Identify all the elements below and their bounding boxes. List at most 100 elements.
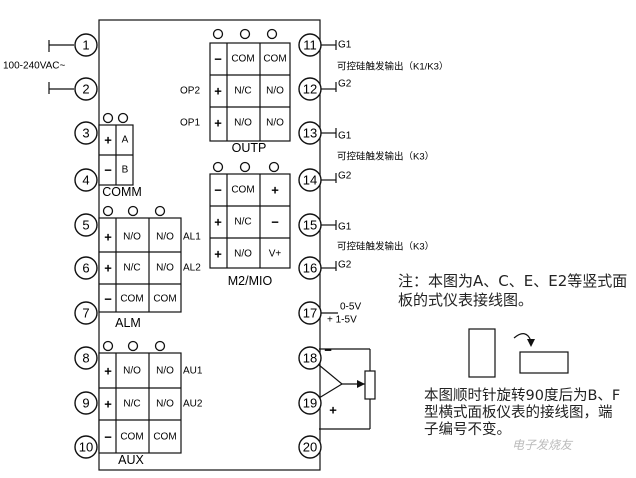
outp-com-1: COM <box>231 54 254 65</box>
vertical-panel-icon <box>468 328 496 378</box>
comm-plus: + <box>104 133 112 148</box>
aux-module: + N/O N/O AU1 + N/C N/O AU2 − COM COM AU… <box>98 340 203 467</box>
terminal-2-number: 2 <box>82 82 89 97</box>
m2-vplus: V+ <box>269 249 282 260</box>
outp-com-2: COM <box>263 54 286 65</box>
scr2-g1-label: G1 <box>338 131 352 142</box>
aux-row2-contact1: N/C <box>123 399 140 410</box>
alm-row2-sign: + <box>104 261 112 276</box>
aux-row1-contact1: N/O <box>123 366 141 377</box>
m2-no: N/O <box>234 249 252 260</box>
outp-box <box>209 42 291 142</box>
comm-led-2 <box>117 112 129 124</box>
m2-box <box>209 173 291 269</box>
comm-led-1 <box>102 112 114 124</box>
watermark: 电子发烧友 <box>512 438 573 452</box>
terminal-19-number: 19 <box>303 396 317 411</box>
alm-al1-tag: AL1 <box>183 232 201 243</box>
wiper-arrow <box>357 380 365 388</box>
terminal-10[interactable] <box>74 435 98 459</box>
pot-minus: − <box>324 343 332 358</box>
terminal-18-number: 18 <box>303 351 317 366</box>
m2-row3-sign: + <box>214 247 222 262</box>
rotation-illustration <box>468 328 569 378</box>
alm-row2-contact2: N/O <box>156 263 174 274</box>
comm-title: COMM <box>102 185 142 199</box>
outp-title: OUTP <box>232 141 267 155</box>
terminal-15-number: 15 <box>303 218 317 233</box>
alm-row1-sign: + <box>104 230 112 245</box>
terminal-7-number: 7 <box>82 306 89 321</box>
outp-row2-contact2: N/O <box>266 86 284 97</box>
aux-au2-tag: AU2 <box>183 399 203 410</box>
comm-minus: − <box>104 163 112 178</box>
alm-al2-tag: AL2 <box>183 263 201 274</box>
scr3-g1-label: G1 <box>338 222 352 233</box>
m2-com: COM <box>231 185 254 196</box>
terminal-5[interactable] <box>74 213 98 237</box>
scr1-g2-label: G2 <box>338 79 352 90</box>
scr2-g2-label: G2 <box>338 171 352 182</box>
terminal-1[interactable] <box>74 33 98 57</box>
terminal-18[interactable] <box>298 346 322 370</box>
alm-com-2: COM <box>153 294 176 305</box>
aux-row3-sign: − <box>104 430 112 445</box>
outp-row3-sign: + <box>214 116 222 131</box>
terminal-8[interactable] <box>74 346 98 370</box>
horizontal-panel-icon <box>519 351 569 374</box>
note-rotation: 本图顺时针旋转90度后为B、F型横式面板仪表的接线图，端子编号不变。 <box>424 388 621 438</box>
terminal-10-number: 10 <box>79 440 93 455</box>
terminal-4[interactable] <box>74 168 98 192</box>
m2-title: M2/MIO <box>228 274 273 288</box>
terminal-9[interactable] <box>74 391 98 415</box>
terminal-2[interactable] <box>74 77 98 101</box>
terminal-8-number: 8 <box>82 351 89 366</box>
scr1-description: 可控硅触发输出（K1/K3） <box>337 61 448 73</box>
outp-op1-tag: OP1 <box>180 118 200 129</box>
m2-nc: N/C <box>234 217 251 228</box>
potentiometer: − + <box>318 343 376 430</box>
pot-plus: + <box>329 403 337 418</box>
aux-au1-tag: AU1 <box>183 366 203 377</box>
alm-row1-contact1: N/O <box>123 232 141 243</box>
comm-b-label: B <box>122 165 129 176</box>
terminal-20[interactable] <box>298 435 322 459</box>
m2-plus: + <box>271 183 279 198</box>
outp-module: − COM COM + N/C N/O OP2 + N/O N/O OP1 OU… <box>180 28 291 155</box>
outp-row2-sign: + <box>214 84 222 99</box>
aux-box <box>98 352 182 454</box>
aux-title: AUX <box>118 453 144 467</box>
alm-row2-contact1: N/C <box>123 263 140 274</box>
scr3-g2-label: G2 <box>338 260 352 271</box>
m2-row2-sign: + <box>214 215 222 230</box>
m2-minus: − <box>271 215 279 230</box>
scr-outputs: G1 可控硅触发输出（K1/K3） G2 G1 可控硅触发输出（K3） G2 G… <box>321 40 448 271</box>
m2-row1-sign: − <box>214 183 222 198</box>
terminal-13-number: 13 <box>303 126 317 141</box>
analog-1-5v-label: + 1-5V <box>327 315 357 326</box>
scr3-description: 可控硅触发输出（K3） <box>337 241 434 253</box>
alm-com-1: COM <box>120 294 143 305</box>
terminal-19[interactable] <box>298 391 322 415</box>
aux-row1-contact2: N/O <box>156 366 174 377</box>
right-terminals: 11 12 13 14 15 16 17 18 19 20 <box>298 33 322 459</box>
outp-op2-tag: OP2 <box>180 86 200 97</box>
m2-module: − COM + + N/C − + N/O V+ M2/MIO <box>209 161 291 288</box>
terminal-7[interactable] <box>74 301 98 325</box>
terminal-9-number: 9 <box>82 396 89 411</box>
terminal-3-number: 3 <box>82 126 89 141</box>
aux-com-1: COM <box>120 432 143 443</box>
terminal-3[interactable] <box>74 121 98 145</box>
alm-row1-contact2: N/O <box>156 232 174 243</box>
power-label: 100-240VAC~ <box>3 61 66 72</box>
terminal-5-number: 5 <box>82 218 89 233</box>
comm-a-label: A <box>122 135 129 146</box>
terminal-4-number: 4 <box>82 173 89 188</box>
terminal-6[interactable] <box>74 256 98 280</box>
alm-box <box>98 217 182 313</box>
aux-row2-sign: + <box>104 397 112 412</box>
terminal-1-number: 1 <box>82 38 89 53</box>
terminal-12-number: 12 <box>303 82 317 97</box>
terminal-20-number: 20 <box>303 440 317 455</box>
